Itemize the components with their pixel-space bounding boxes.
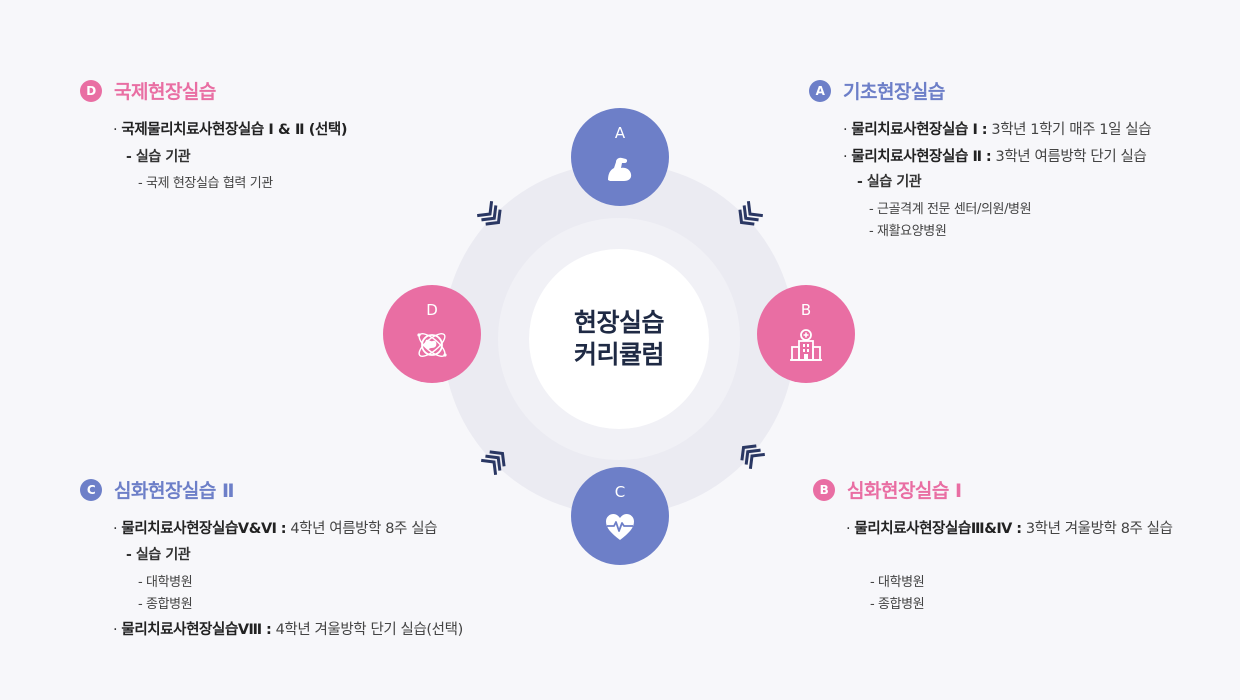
section-b-badge: B — [813, 478, 835, 501]
section-a-item-1-name: 물리치료사현장실습 Ⅰ — [851, 122, 978, 138]
muscle-icon — [602, 150, 638, 186]
section-c-item-2: · 물리치료사현장실습Ⅷ : 4학년 겨울방학 단기 실습(선택) — [113, 622, 464, 638]
section-c-item-1-desc: 4학년 여름방학 8주 실습 — [290, 521, 438, 537]
section-d-item-1: · 국제물리치료사현장실습 Ⅰ & Ⅱ (선택) — [113, 122, 348, 138]
globe-orbit-icon — [414, 327, 450, 363]
hospital-icon — [788, 327, 824, 363]
section-a-sub: - 실습 기관 — [857, 174, 922, 190]
center-title-line2: 커리큘럼 — [573, 340, 665, 369]
section-c-item-1-name: 물리치료사현장실습Ⅴ&Ⅵ — [121, 521, 277, 537]
section-b-detail-2: - 종합병원 — [870, 597, 925, 612]
node-b: B — [757, 285, 855, 383]
section-c-heading: C 심화현장실습 Ⅱ — [80, 476, 235, 503]
node-d: D — [383, 285, 481, 383]
section-a-item-1-desc: 3학년 1학기 매주 1일 실습 — [991, 122, 1152, 138]
section-c-item-2-name: 물리치료사현장실습Ⅷ — [121, 622, 262, 638]
section-c-item-2-desc: 4학년 겨울방학 단기 실습(선택) — [275, 622, 464, 638]
center-title-line1: 현장실습 — [573, 308, 665, 337]
node-a-letter: A — [614, 124, 626, 142]
section-c-title: 심화현장실습 Ⅱ — [114, 480, 235, 502]
section-b-item-1-sep: : — [1016, 521, 1022, 537]
section-a-item-2: · 물리치료사현장실습 Ⅱ : 3학년 여름방학 단기 실습 — [843, 149, 1147, 165]
section-d-heading: D 국제현장실습 — [80, 77, 216, 104]
section-a-item-2-sep: : — [985, 149, 992, 165]
node-a: A — [571, 108, 669, 206]
section-d-sub: - 실습 기관 — [126, 149, 191, 165]
section-b-item-1-name: 물리치료사현장실습Ⅲ&Ⅳ — [854, 521, 1012, 537]
section-a-badge: A — [809, 79, 831, 102]
section-a-detail-1: - 근골격계 전문 센터/의원/병원 — [869, 202, 1032, 217]
chevron-arrow-d-to-a-icon — [474, 198, 506, 230]
node-b-letter: B — [800, 301, 812, 319]
section-c-item-2-sep: : — [265, 622, 272, 638]
section-b-heading: B 심화현장실습 Ⅰ — [813, 476, 962, 503]
section-d-badge: D — [80, 79, 102, 102]
section-d-item-1-name: 국제물리치료사현장실습 Ⅰ & Ⅱ (선택) — [121, 122, 348, 138]
section-b-item-1-desc: 3학년 겨울방학 8주 실습 — [1025, 521, 1173, 537]
section-b-title: 심화현장실습 Ⅰ — [847, 480, 962, 502]
node-c-letter: C — [614, 483, 626, 501]
section-d-title: 국제현장실습 — [114, 81, 216, 103]
section-b-detail-1: - 대학병원 — [870, 575, 925, 590]
chevron-arrow-c-to-d-icon — [478, 446, 510, 478]
section-a-item-2-name: 물리치료사현장실습 Ⅱ — [851, 149, 982, 165]
section-a-item-2-desc: 3학년 여름방학 단기 실습 — [995, 149, 1147, 165]
node-d-letter: D — [426, 301, 438, 319]
section-a-item-1: · 물리치료사현장실습 Ⅰ : 3학년 1학기 매주 1일 실습 — [843, 122, 1152, 138]
chevron-arrow-a-to-b-icon — [734, 198, 766, 230]
section-b-item-1: · 물리치료사현장실습Ⅲ&Ⅳ : 3학년 겨울방학 8주 실습 — [846, 521, 1173, 537]
chevron-arrow-b-to-c-icon — [736, 440, 768, 472]
section-a-title: 기초현장실습 — [843, 81, 945, 103]
node-c: C — [571, 467, 669, 565]
center-circle: 현장실습 커리큘럼 — [529, 249, 709, 429]
section-d-detail-1: - 국제 현장실습 협력 기관 — [138, 176, 273, 191]
section-c-detail-1: - 대학병원 — [138, 575, 193, 590]
section-a-item-1-sep: : — [981, 122, 988, 138]
heart-pulse-icon — [602, 509, 638, 545]
section-a-heading: A 기초현장실습 — [809, 77, 945, 104]
section-a-detail-2: - 재활요양병원 — [869, 224, 947, 239]
section-c-badge: C — [80, 478, 102, 501]
section-c-sub: - 실습 기관 — [126, 547, 191, 563]
section-c-detail-2: - 종합병원 — [138, 597, 193, 612]
section-c-item-1-sep: : — [280, 521, 287, 537]
section-c-item-1: · 물리치료사현장실습Ⅴ&Ⅵ : 4학년 여름방학 8주 실습 — [113, 521, 438, 537]
